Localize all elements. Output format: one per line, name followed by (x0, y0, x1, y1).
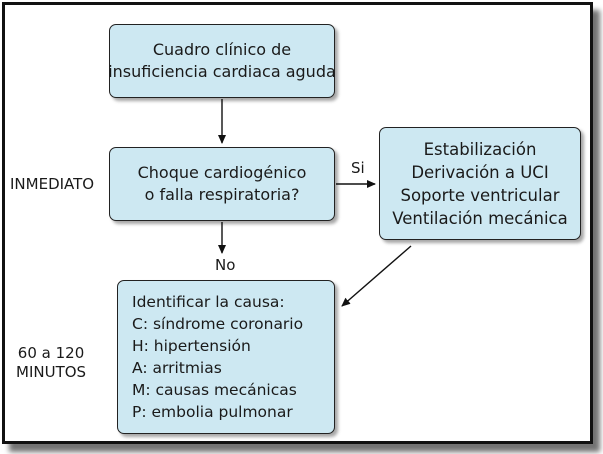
node-stabilization-line-1: Estabilización (423, 139, 537, 159)
node-decision-shock: Choque cardiogénico o falla respiratoria… (109, 147, 335, 221)
time-label-immediate: INMEDIATO (10, 175, 95, 193)
node-identify-cause: Identificar la causa: C: síndrome corona… (117, 280, 335, 434)
node-identify-cause-item: M: causas mecánicas (132, 381, 297, 399)
time-label-60-120-line-1: 60 a 120 (17, 344, 85, 362)
time-label-60-120: 60 a 120 MINUTOS (16, 344, 86, 382)
node-identify-cause-item: A: arritmias (132, 359, 222, 377)
node-stabilization-line-4: Ventilación mecánica (392, 208, 568, 228)
node-identify-cause-item: P: embolia pulmonar (132, 403, 293, 421)
node-stabilization-line-3: Soporte ventricular (400, 185, 560, 205)
node-stabilization-line-2: Derivación a UCI (411, 162, 549, 182)
node-clinical-picture: Cuadro clínico de insuficiencia cardiaca… (108, 24, 336, 98)
edge-label-yes: Si (351, 159, 365, 177)
node-decision-shock-line-1: Choque cardiogénico (137, 163, 307, 182)
node-identify-cause-title: Identificar la causa: (132, 293, 285, 311)
node-clinical-picture-line-1: Cuadro clínico de (152, 40, 292, 59)
arrow-estab-to-causa (341, 245, 412, 307)
node-identify-cause-item: C: síndrome coronario (132, 315, 304, 333)
node-clinical-picture-line-2: insuficiencia cardiaca aguda (108, 62, 336, 81)
node-stabilization: Estabilización Derivación a UCI Soporte … (379, 127, 581, 240)
edge-label-no: No (215, 256, 236, 274)
node-decision-shock-line-2: o falla respiratoria? (144, 185, 300, 204)
node-identify-cause-item: H: hipertensión (132, 337, 251, 355)
time-label-60-120-line-2: MINUTOS (16, 363, 87, 381)
